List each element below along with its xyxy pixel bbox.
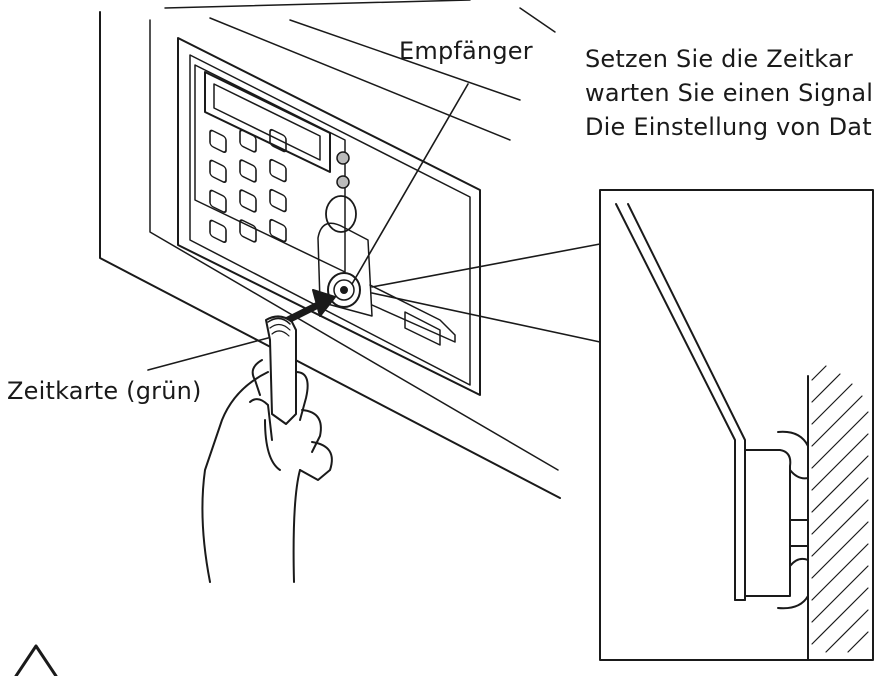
warning-triangle-icon [14,644,58,676]
display-screen [204,71,331,173]
safe-door [177,37,481,396]
hand [201,359,333,583]
receiver [317,222,456,346]
receiver-label: Empfänger [399,37,533,65]
door-knob [325,195,357,233]
zoom-callout-lines [371,243,601,343]
detail-box [599,189,874,661]
insert-arrow [284,289,336,324]
time-card-leader-line [147,337,269,371]
instruction-line: warten Sie einen Signal [585,79,874,107]
receiver-leader-line [351,83,469,285]
safe-body [99,0,561,499]
instruction-text: Setzen Sie die Zeitkar warten Sie einen … [585,42,878,144]
indicator-lights [336,151,350,189]
time-card-label: Zeitkarte (grün) [7,377,202,405]
instruction-line: Die Einstellung von Dat [585,113,872,141]
keypad [209,128,287,243]
instruction-line: Setzen Sie die Zeitkar [585,45,853,73]
time-card-key [265,315,297,425]
